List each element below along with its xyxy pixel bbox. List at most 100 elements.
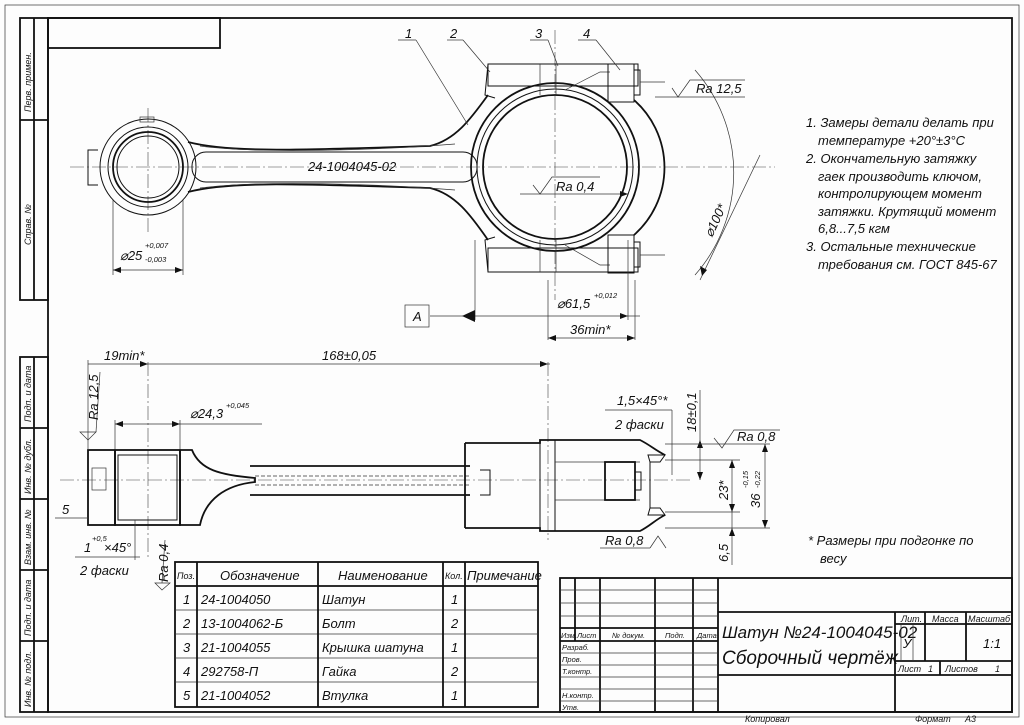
role-label: Утв. bbox=[561, 703, 579, 712]
cell-designation: 24-1004050 bbox=[200, 592, 271, 607]
table-header: Примечание bbox=[467, 568, 542, 583]
note-line: затяжки. Крутящий момент bbox=[817, 204, 996, 219]
mass-label: Масса bbox=[932, 614, 959, 624]
sheets-value: 1 bbox=[995, 664, 1000, 674]
format-value: А3 bbox=[964, 714, 976, 724]
weight-note: * Размеры при подгонке по bbox=[808, 533, 974, 548]
note-line: 1. Замеры детали делать при bbox=[806, 115, 994, 130]
strip-label: Инв. № подл. bbox=[23, 651, 33, 707]
chamfer-left-note: 2 фаски bbox=[79, 563, 129, 578]
role-label: Пров. bbox=[562, 655, 582, 664]
dim-6-5: 6,5 bbox=[716, 543, 731, 562]
scale-label: Масштаб bbox=[968, 614, 1011, 624]
strip-label: Справ. № bbox=[23, 204, 33, 245]
cell-designation: 292758-П bbox=[200, 664, 259, 679]
cell-qty: 1 bbox=[451, 640, 458, 655]
note-line: гаек производить ключом, bbox=[818, 169, 982, 184]
big-bore-dim: ⌀61,5 bbox=[557, 296, 591, 311]
cell-name: Шатун bbox=[322, 592, 365, 607]
strip-label: Подп. и дата bbox=[23, 580, 33, 636]
cell-name: Втулка bbox=[322, 688, 368, 703]
side-strip: Перв. примен. Справ. № Подп. и дата Инв.… bbox=[19, 17, 49, 713]
cell-name: Болт bbox=[322, 616, 356, 631]
table-row: 2 13-1004062-Б Болт 2 bbox=[182, 616, 459, 631]
table-header: Обозначение bbox=[220, 568, 300, 583]
parts-table: Поз. Обозначение Наименование Кол. Приме… bbox=[174, 561, 542, 708]
cell-pos: 3 bbox=[183, 640, 191, 655]
view-label-box bbox=[404, 304, 430, 328]
top-left-box bbox=[47, 17, 221, 49]
note-line: требования см. ГОСТ 845-67 bbox=[818, 257, 998, 272]
cell-designation: 21-1004055 bbox=[200, 640, 271, 655]
table-header: Поз. bbox=[177, 571, 195, 581]
table-row: 1 24-1004050 Шатун 1 bbox=[183, 592, 458, 607]
ra-bottom: Ra 0,8 bbox=[605, 533, 644, 548]
cap-width-dim: 36min* bbox=[570, 322, 611, 337]
table-header: Наименование bbox=[338, 568, 428, 583]
col-header: Подп. bbox=[665, 631, 685, 640]
note-line: 6,8...7,5 кгм bbox=[818, 221, 890, 236]
pin-bore-dim: ⌀24,3 bbox=[190, 406, 224, 421]
chamfer-right: 1,5×45°* bbox=[617, 393, 668, 408]
cell-pos: 2 bbox=[182, 616, 191, 631]
big-bore-tol: +0,012 bbox=[594, 291, 618, 300]
lit-value: У bbox=[902, 636, 913, 651]
small-bore-tol-lower: -0,003 bbox=[145, 255, 167, 264]
callout-1: 1 bbox=[405, 26, 412, 41]
callout-4: 4 bbox=[583, 26, 590, 41]
cell-qty: 1 bbox=[451, 592, 458, 607]
table-row: 5 21-1004052 Втулка 1 bbox=[183, 688, 458, 703]
col-header: Изм. bbox=[561, 631, 577, 640]
cell-designation: 13-1004062-Б bbox=[201, 616, 284, 631]
strip-label: Подп. и дата bbox=[23, 366, 33, 422]
role-label: Разраб. bbox=[562, 643, 589, 652]
small-bore-dim: ⌀25 bbox=[120, 248, 143, 263]
cell-pos: 1 bbox=[183, 592, 190, 607]
callout-2: 2 bbox=[449, 26, 458, 41]
callout-5: 5 bbox=[62, 502, 70, 517]
section-view: 19min* 168±0,05 Ra 12,5 ⌀24,3 +0,045 1 +… bbox=[55, 348, 780, 591]
cell-qty: 2 bbox=[450, 616, 459, 631]
cell-name: Крышка шатуна bbox=[322, 640, 424, 655]
copied-label: Копировал bbox=[745, 714, 790, 724]
col-header: Лист bbox=[576, 631, 596, 640]
pin-bore-tol: +0,045 bbox=[226, 401, 250, 410]
sheets-label: Листов bbox=[944, 664, 978, 674]
note-line: температуре +20°±3°С bbox=[818, 133, 966, 148]
sheet-label: Лист bbox=[897, 664, 922, 674]
format-label: Формат bbox=[915, 714, 951, 724]
note-line: контролирующем момент bbox=[818, 186, 982, 201]
chamfer-left: 1 bbox=[84, 540, 91, 555]
ra-bore: Ra 0,4 bbox=[556, 179, 594, 194]
strip-label: Взам. инв. № bbox=[23, 509, 33, 565]
table-header: Кол. bbox=[445, 571, 463, 581]
strip-label: Перв. примен. bbox=[23, 52, 33, 112]
ra-top: Ra 0,8 bbox=[737, 429, 776, 444]
sheet-value: 1 bbox=[928, 664, 933, 674]
top-view: 24-1004045-02 ⌀100* 1 2 3 4 bbox=[70, 26, 775, 341]
role-label: Н.контр. bbox=[562, 691, 594, 700]
callout-3: 3 bbox=[535, 26, 543, 41]
chamfer-left-tol: +0,5 bbox=[92, 534, 108, 543]
cell-qty: 2 bbox=[450, 664, 459, 679]
dim-23: 23* bbox=[716, 480, 731, 501]
dim-19min: 19min* bbox=[104, 348, 145, 363]
note-line: 2. Окончательную затяжку bbox=[805, 151, 978, 166]
title-block: Изм. Лист № докум. Подп. Дата Разраб. Пр… bbox=[559, 577, 1013, 724]
table-row: 3 21-1004055 Крышка шатуна 1 bbox=[183, 640, 458, 655]
role-label: Т.контр. bbox=[562, 667, 592, 676]
cell-designation: 21-1004052 bbox=[200, 688, 271, 703]
ra-left: Ra 12,5 bbox=[86, 374, 101, 420]
dim-36: 36 bbox=[748, 493, 763, 508]
dim-168: 168±0,05 bbox=[322, 348, 377, 363]
view-label: A bbox=[412, 309, 422, 324]
dim-18: 18±0,1 bbox=[684, 392, 699, 432]
table-row: 4 292758-П Гайка 2 bbox=[183, 664, 459, 679]
small-bore-tol-upper: +0,007 bbox=[145, 241, 169, 250]
part-marking: 24-1004045-02 bbox=[307, 159, 397, 174]
drawing-subtitle: Сборочный чертёж bbox=[722, 648, 899, 669]
note-line: 3. Остальные технические bbox=[806, 239, 976, 254]
strip-label: Инв. № дубл. bbox=[23, 439, 33, 494]
